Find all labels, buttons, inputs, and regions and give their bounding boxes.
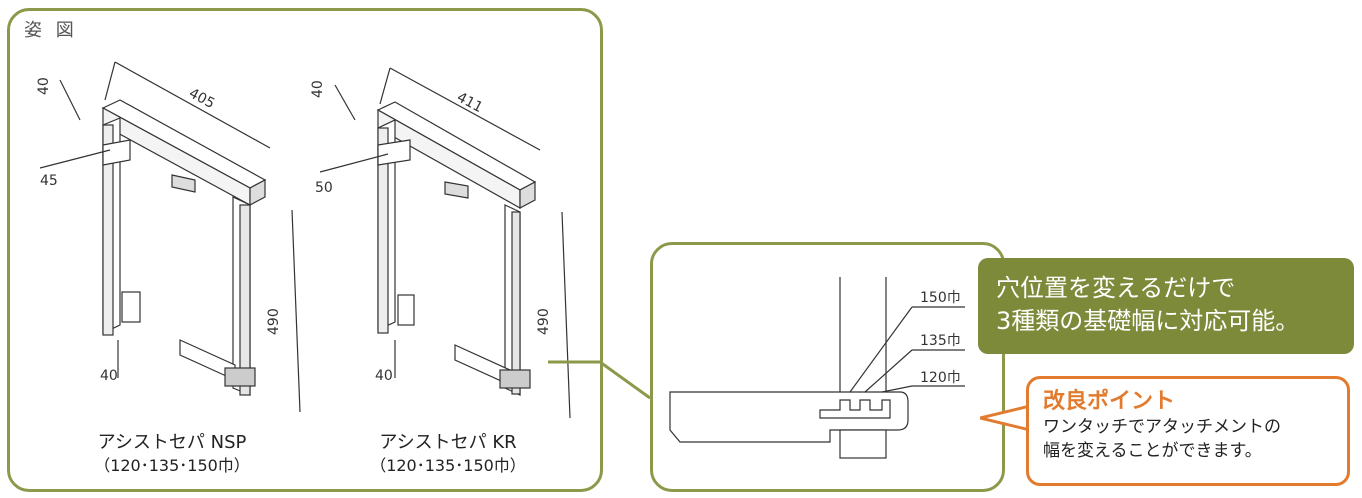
- product-sizes-nsp: （120･135･150巾）: [94, 456, 250, 475]
- kr-dim-side: 50: [315, 180, 333, 196]
- nsp-dim-bottom: 40: [100, 368, 118, 384]
- detail-label-135: 135巾: [920, 333, 961, 349]
- kr-dim-bottom: 40: [375, 368, 393, 384]
- orange-callout-title: 改良ポイント: [1043, 389, 1176, 414]
- orange-callout-line2: 幅を変えることができます。: [1043, 441, 1262, 461]
- product-name-kr: アシストセパ KR: [379, 432, 517, 453]
- orange-callout: 改良ポイント ワンタッチでアタッチメントの 幅を変えることができます。: [1026, 376, 1350, 486]
- product-name-nsp: アシストセパ NSP: [97, 432, 247, 453]
- kr-drawing: [319, 67, 571, 419]
- nsp-dim-height: 490: [266, 308, 282, 335]
- orange-callout-pointer: [980, 404, 1030, 432]
- nsp-dim-side: 45: [40, 173, 58, 189]
- detail-label-120: 120巾: [920, 370, 961, 386]
- orange-callout-line1: ワンタッチでアタッチメントの: [1043, 417, 1281, 437]
- green-callout: 穴位置を変えるだけで 3種類の基礎幅に対応可能。: [978, 258, 1354, 354]
- section-label: 姿 図: [24, 20, 78, 41]
- kr-dim-top: 40: [310, 80, 326, 98]
- nsp-dim-width: 405: [186, 85, 217, 112]
- green-callout-line2: 3種類の基礎幅に対応可能。: [996, 307, 1300, 335]
- nsp-drawing: [39, 61, 301, 413]
- kr-dim-height: 490: [536, 308, 552, 335]
- zoom-connector: [548, 360, 651, 400]
- green-callout-line1: 穴位置を変えるだけで: [996, 274, 1236, 302]
- detail-panel: [650, 242, 1005, 492]
- detail-label-150: 150巾: [920, 290, 961, 306]
- nsp-dim-top: 40: [36, 77, 52, 95]
- product-sizes-kr: （120･135･150巾）: [370, 456, 526, 475]
- detail-drawing: 150巾 135巾 120巾: [669, 277, 965, 459]
